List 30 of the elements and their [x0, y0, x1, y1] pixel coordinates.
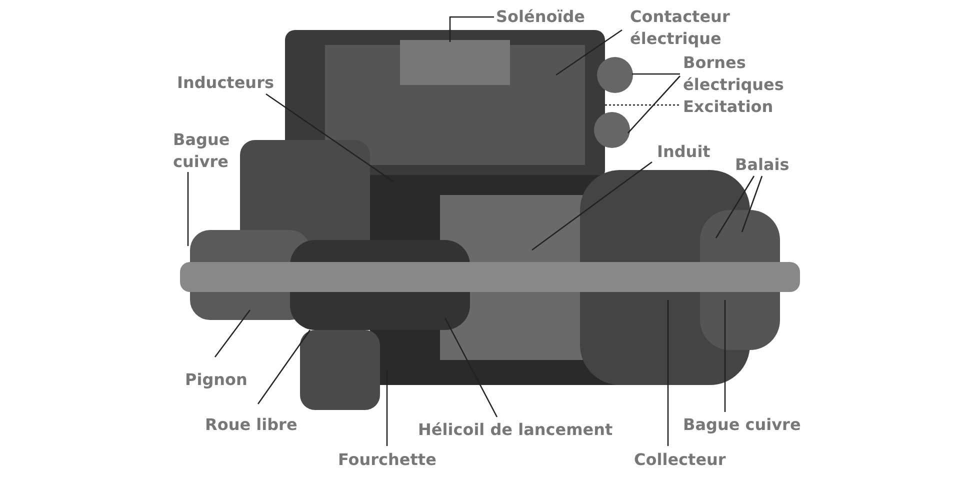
- part-label: Pignon: [185, 369, 248, 391]
- part-label: Collecteur: [634, 449, 726, 471]
- leader-line: [628, 76, 680, 134]
- part-label: Balais: [735, 154, 790, 176]
- leader-line: [257, 330, 311, 404]
- part-label: Induit: [657, 141, 710, 163]
- leader-line: [667, 300, 669, 446]
- part-label: Excitation: [683, 96, 774, 118]
- part-label: Bague cuivre: [173, 129, 243, 173]
- part-label: Bornes électriques: [683, 52, 808, 96]
- leader-line: [532, 161, 652, 251]
- part-label: Contacteur électrique: [630, 6, 740, 50]
- part-label: Fourchette: [338, 449, 436, 471]
- leader-line: [187, 172, 189, 246]
- part-label: Bague cuivre: [683, 414, 801, 436]
- leader-line: [449, 16, 494, 42]
- leader-line: [556, 29, 622, 76]
- leader-line: [386, 370, 388, 446]
- part-label: Inducteurs: [177, 72, 274, 94]
- part-label: Roue libre: [205, 414, 298, 436]
- leader-line: [266, 93, 394, 183]
- dotted-leader-line: [605, 104, 679, 106]
- leader-line: [444, 318, 498, 418]
- leader-line: [724, 300, 726, 412]
- part-label: Solénoïde: [496, 6, 586, 28]
- leader-line: [715, 176, 755, 238]
- leader-line: [214, 310, 251, 358]
- part-label: Hélicoil de lancement: [418, 419, 613, 441]
- leader-line: [632, 73, 680, 75]
- leader-line: [741, 176, 763, 232]
